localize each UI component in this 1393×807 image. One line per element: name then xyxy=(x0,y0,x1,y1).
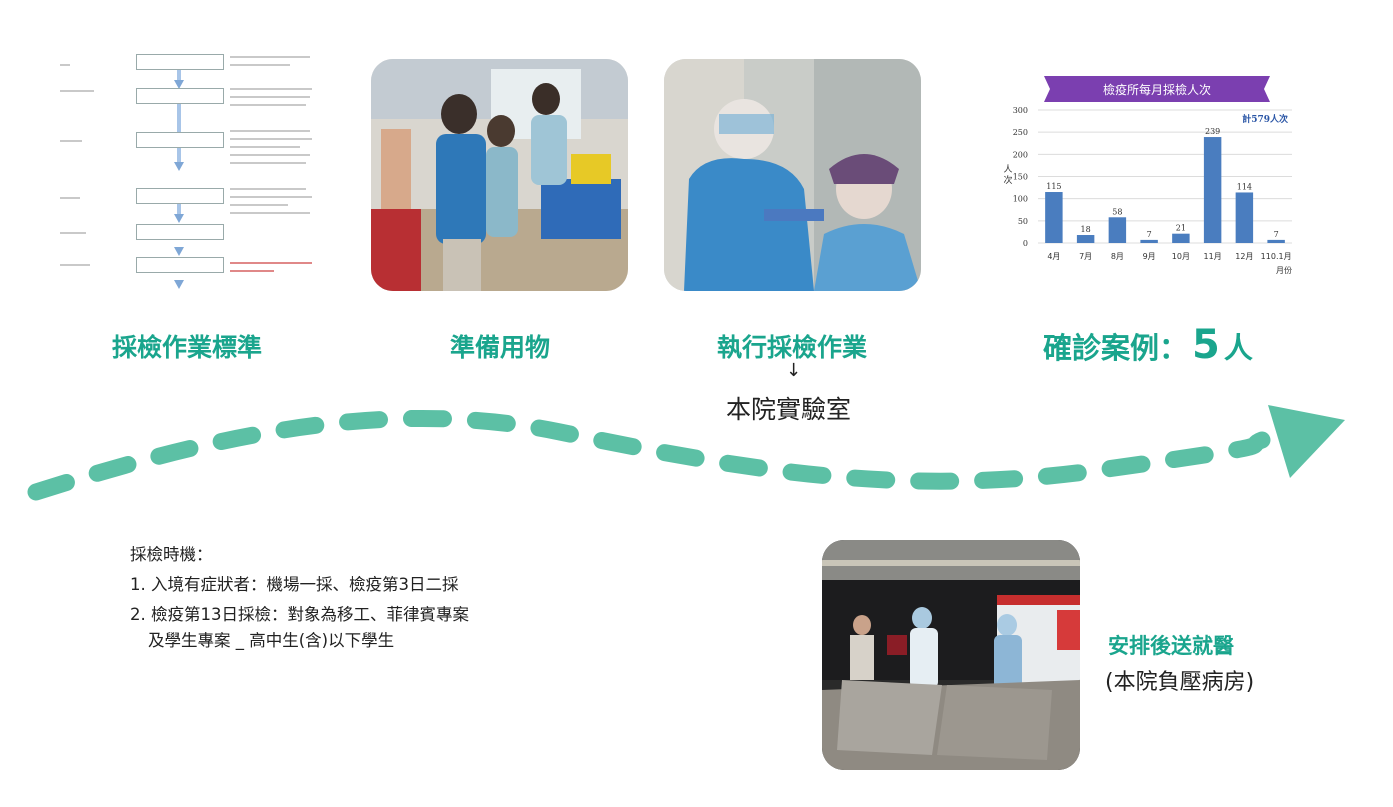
chart-y-label: 次 xyxy=(1003,174,1012,186)
chart-data-label: 18 xyxy=(1081,225,1091,234)
down-arrow-icon: ↓ xyxy=(786,360,802,381)
confirmed-cases-count: 5 xyxy=(1192,322,1220,368)
timing-heading: 採檢時機： xyxy=(130,545,213,564)
chart-y-tick: 0 xyxy=(1023,239,1028,248)
timing-item-1: 1. 入境有症狀者：機場一採、檢疫第3日二採 xyxy=(130,575,459,594)
chart-x-tick: 7月 xyxy=(1079,252,1092,261)
chart-x-tick: 4月 xyxy=(1047,252,1060,261)
sop-flowchart-image xyxy=(52,52,322,292)
chart-y-label: 人 xyxy=(1003,164,1012,175)
sampling-operation-photo xyxy=(664,59,921,291)
chart-data-label: 21 xyxy=(1176,224,1186,233)
chart-bar xyxy=(1172,233,1190,243)
chart-bar xyxy=(1108,217,1127,243)
chart-y-tick: 300 xyxy=(1013,106,1028,115)
transfer-subtitle: (本院負壓病房) xyxy=(1105,670,1255,695)
chart-bar xyxy=(1076,235,1095,243)
chart-data-label: 114 xyxy=(1237,182,1252,191)
monthly-sampling-chart: 檢疫所每月採檢人次 0 50 100 150 200 250 300 人次 計579人次 115 4月… xyxy=(1000,72,1300,287)
chart-data-label: 239 xyxy=(1205,127,1220,136)
chart-title: 檢疫所每月採檢人次 xyxy=(1103,82,1211,97)
chart-x-tick: 11月 xyxy=(1204,252,1222,261)
chart-data-label: 115 xyxy=(1046,182,1061,191)
step-label-prepare: 準備用物 xyxy=(449,333,550,362)
step-label-execute: 執行採檢作業 xyxy=(716,333,867,362)
confirmed-cases-label: 確診案例： xyxy=(1043,331,1189,365)
chart-y-tick: 50 xyxy=(1018,217,1028,226)
confirmed-cases-unit: 人 xyxy=(1223,331,1253,365)
chart-x-tick: 8月 xyxy=(1111,252,1124,261)
chart-x-label: 月份 xyxy=(1276,265,1292,275)
chart-x-tick: 12月 xyxy=(1235,252,1253,261)
chart-y-tick: 250 xyxy=(1013,128,1028,137)
chart-data-label: 58 xyxy=(1112,207,1122,216)
timing-item-2-cont: 及學生專案 _ 高中生(含)以下學生 xyxy=(148,631,395,650)
arrow-head-icon xyxy=(1268,405,1345,478)
chart-y-tick: 150 xyxy=(1013,173,1028,182)
chart-bar xyxy=(1045,192,1063,243)
chart-x-tick: 10月 xyxy=(1172,252,1190,261)
transfer-title: 安排後送就醫 xyxy=(1108,634,1234,658)
sampling-timing-list: 採檢時機： 1. 入境有症狀者：機場一採、檢疫第3日二採 2. 檢疫第13日採檢… xyxy=(130,540,469,656)
chart-title-banner xyxy=(1044,76,1270,102)
lab-label: 本院實驗室 xyxy=(726,395,852,424)
chart-x-tick: 110.1月 xyxy=(1261,252,1292,261)
chart-data-label: 7 xyxy=(1147,230,1152,239)
chart-y-tick: 200 xyxy=(1013,150,1028,159)
chart-y-tick: 100 xyxy=(1013,195,1028,204)
chart-bar xyxy=(1235,192,1254,243)
chart-x-tick: 9月 xyxy=(1143,252,1156,261)
prepare-supplies-photo xyxy=(371,59,628,291)
step-label-sop: 採檢作業標準 xyxy=(111,333,262,362)
ambulance-transfer-photo xyxy=(822,540,1080,770)
chart-bar xyxy=(1140,239,1158,243)
chart-svg: 檢疫所每月採檢人次 0 50 100 150 200 250 300 人次 計579人次 115 4月… xyxy=(1003,76,1292,275)
timing-item-2: 2. 檢疫第13日採檢：對象為移工、菲律賓專案 xyxy=(130,605,469,624)
chart-data-label: 7 xyxy=(1274,230,1279,239)
chart-bar xyxy=(1267,239,1285,243)
chart-bar xyxy=(1203,137,1222,243)
chart-total-note: 計579人次 xyxy=(1242,113,1288,125)
